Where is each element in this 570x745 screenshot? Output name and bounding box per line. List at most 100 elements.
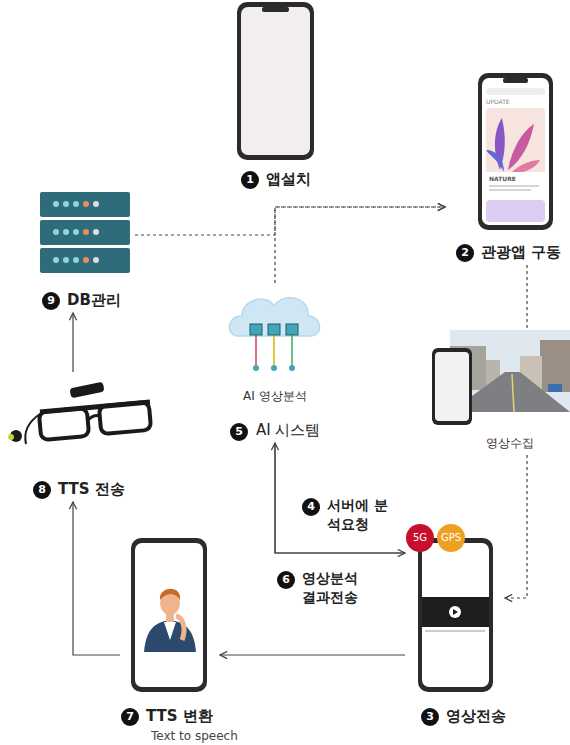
- dashed-connector: [505, 455, 527, 598]
- badge-label: GPS: [437, 531, 465, 545]
- light: [53, 257, 59, 263]
- phone-notch: [262, 7, 289, 12]
- callout-number: 1: [241, 171, 259, 189]
- leaf: [512, 160, 540, 173]
- 5g-badge: [406, 524, 434, 552]
- phone-screen: [482, 78, 549, 225]
- step-label: AI 시스템: [256, 421, 320, 439]
- phone-screen: [135, 543, 203, 687]
- connector: [275, 443, 405, 553]
- step-label: TTS 변환: [146, 707, 213, 725]
- server-unit: [40, 248, 130, 273]
- leaf: [486, 150, 504, 172]
- step-label: DB관리: [67, 291, 121, 309]
- glasses-bridge: [88, 416, 100, 421]
- server-lights: [53, 201, 79, 263]
- cloud-end: [253, 365, 259, 371]
- step-label: AI 영상분석: [243, 389, 307, 403]
- gps-badge: [437, 524, 465, 552]
- screen-text: NATURE: [489, 175, 516, 182]
- card-text-area: [486, 172, 545, 196]
- play-button: [449, 606, 461, 618]
- light: [63, 229, 69, 235]
- progress-bar: [425, 630, 485, 632]
- callout-number: 7: [121, 708, 139, 726]
- cloud-node: [286, 324, 298, 335]
- step-label: 앱설치: [266, 170, 311, 188]
- connector: [73, 502, 120, 655]
- phone-screen: [422, 543, 489, 687]
- step-node: 1 앱설치: [225, 0, 325, 192]
- video-player: [422, 597, 489, 627]
- step-node: AI 영상분석 5 AI 시스템: [222, 283, 328, 443]
- callout-number: 6: [277, 571, 295, 589]
- light: [53, 229, 59, 235]
- light: [93, 201, 99, 207]
- glasses-module: [69, 382, 104, 399]
- callout-number: 5: [230, 423, 248, 441]
- server-lights: [83, 201, 89, 263]
- dashed-connector: [135, 207, 445, 235]
- badge-label: 5G: [406, 531, 434, 545]
- glasses-lens: [99, 402, 151, 434]
- connector: [275, 443, 405, 553]
- step-label: TTS 전송: [58, 480, 125, 498]
- phone-frame: [478, 73, 553, 230]
- cloud-panel: [222, 283, 328, 382]
- photo-card: [486, 108, 545, 196]
- cloud-wire: [291, 334, 293, 366]
- person-suit: [144, 620, 196, 652]
- earphone-cable: [25, 414, 40, 444]
- cloud-node: [268, 324, 280, 335]
- connector: [72, 313, 73, 372]
- dashed-connector: [275, 207, 445, 283]
- step-node: 9 DB관리: [35, 188, 135, 313]
- edge-label: 서버에 분석요청: [327, 496, 389, 534]
- building: [540, 340, 570, 392]
- phone-screen: [241, 7, 310, 155]
- person-arm: [176, 616, 184, 640]
- step-node: 영상수집: [430, 328, 570, 455]
- cloud-end: [271, 365, 277, 371]
- phone-screen: [435, 352, 469, 421]
- server-unit: [40, 192, 130, 217]
- car: [548, 384, 562, 392]
- search-bar: [486, 88, 545, 95]
- connector: [220, 654, 405, 655]
- callout-number: 8: [33, 481, 51, 499]
- light: [93, 229, 99, 235]
- server-lights: [93, 201, 99, 263]
- cloud-wire: [255, 334, 257, 366]
- step-node: 3영상전송: [405, 522, 505, 727]
- callout-number: 2: [456, 244, 474, 262]
- step-label: 관광앱 구동: [481, 243, 561, 261]
- road-line: [512, 374, 514, 412]
- text-line: [489, 185, 539, 187]
- light: [93, 257, 99, 263]
- cloud-wire: [273, 334, 275, 366]
- cloud-node: [250, 324, 262, 335]
- person-hair: [160, 589, 180, 600]
- phone-notch: [503, 78, 528, 83]
- server-unit: [40, 220, 130, 245]
- step-label: 영상수집: [486, 436, 534, 450]
- step-label: Text to speech: [151, 729, 238, 743]
- callout-number: 4: [302, 498, 320, 516]
- light: [73, 257, 79, 263]
- light: [63, 201, 69, 207]
- phone-frame: [432, 348, 472, 425]
- light: [83, 257, 89, 263]
- step-node: 8 TTS 전송: [0, 372, 165, 502]
- phone-frame: [131, 538, 207, 692]
- light: [73, 201, 79, 207]
- glasses-lens: [39, 408, 89, 440]
- text-line: [489, 189, 531, 191]
- light: [63, 257, 69, 263]
- edge-label: 영상분석 결과전송: [302, 569, 370, 607]
- callout-number: 9: [42, 292, 60, 310]
- phone-frame: [237, 2, 314, 160]
- light: [73, 229, 79, 235]
